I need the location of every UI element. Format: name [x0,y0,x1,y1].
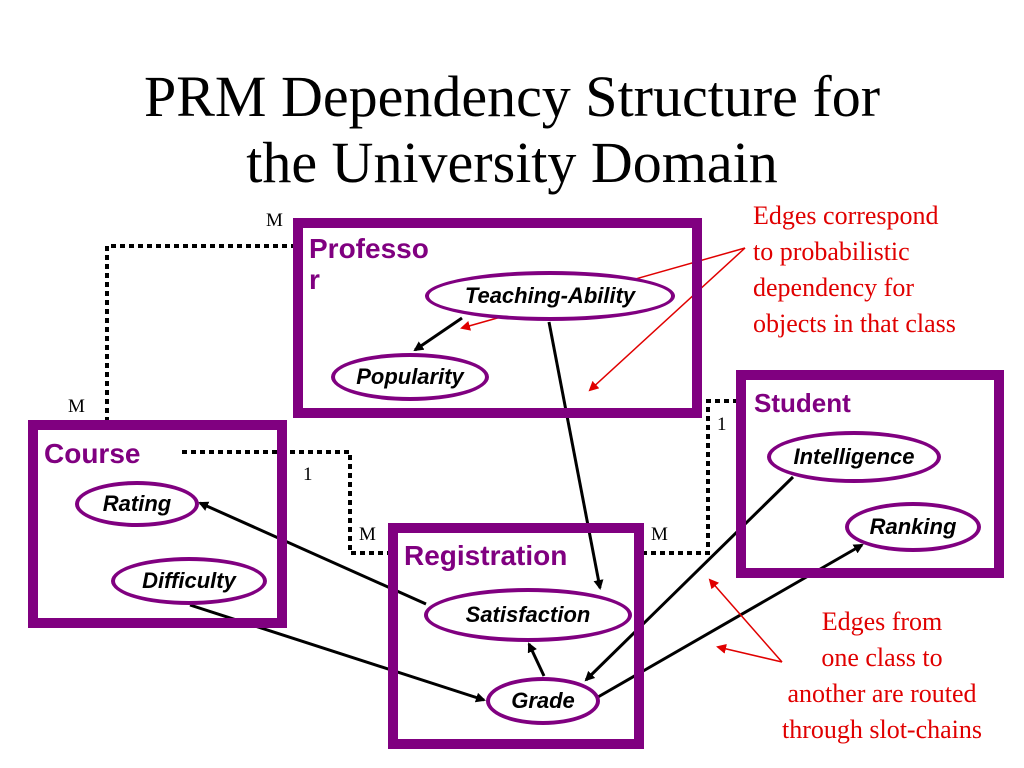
professor-class-label: Professo r [309,233,429,295]
multiplicity-student-1: 1 [717,414,727,435]
pointer-bottom-2 [716,643,783,663]
slot-chain-professor-course [105,244,296,428]
slot-chain-course-registration [182,450,390,555]
annotation-bottom-line-2: one class to [821,643,943,672]
pointer-top-2 [588,247,746,392]
edge-intelligence-to-grade [584,475,795,682]
multiplicity-course-1: 1 [303,464,313,485]
annotation-top-line-1: Edges correspond [753,201,939,230]
annotation-top: Edges correspond to probabilistic depend… [753,198,956,342]
annotation-top-line-2: to probabilistic [753,237,910,266]
pointer-bottom-1 [708,578,783,663]
edge-teaching-to-satisfaction [547,321,604,590]
course-class-label: Course [44,438,141,469]
multiplicity-registration-m-left: M [359,524,376,545]
attribute-teaching-ability: Teaching-Ability [425,271,675,321]
multiplicity-registration-m-right: M [651,524,668,545]
attribute-ranking: Ranking [845,502,981,552]
multiplicity-course-m: M [68,396,85,417]
professor-label-line-2: r [309,264,320,295]
annotation-top-line-3: dependency for [753,273,914,302]
annotation-bottom-line-4: through slot-chains [781,715,983,744]
registration-class-box [388,523,644,749]
attribute-grade: Grade [486,677,600,725]
student-class-label: Student [754,388,851,418]
annotation-bottom: Edges from one class to another are rout… [748,604,1016,748]
course-class-box [28,420,287,628]
edge-grade-to-satisfaction [527,642,546,677]
attribute-satisfaction: Satisfaction [424,588,632,642]
annotation-bottom-line-1: Edges from [821,607,943,636]
attribute-rating: Rating [75,481,199,527]
registration-class-label: Registration [404,540,568,571]
slot-chain-registration-student [642,399,740,555]
annotation-bottom-line-3: another are routed [787,679,977,708]
multiplicity-professor-m: M [266,210,283,231]
attribute-popularity: Popularity [331,353,489,401]
edge-teaching-to-popularity [413,316,463,352]
attribute-difficulty: Difficulty [111,557,267,605]
professor-class-box [293,218,702,418]
student-class-box [736,370,1004,578]
annotation-top-line-4: objects in that class [753,309,956,338]
attribute-intelligence: Intelligence [767,431,941,483]
title-line-1: PRM Dependency Structure for [143,64,881,129]
slide-title: PRM Dependency Structure for the Univers… [0,64,1024,196]
title-line-2: the University Domain [246,130,778,195]
professor-label-line-1: Professo [309,233,429,264]
